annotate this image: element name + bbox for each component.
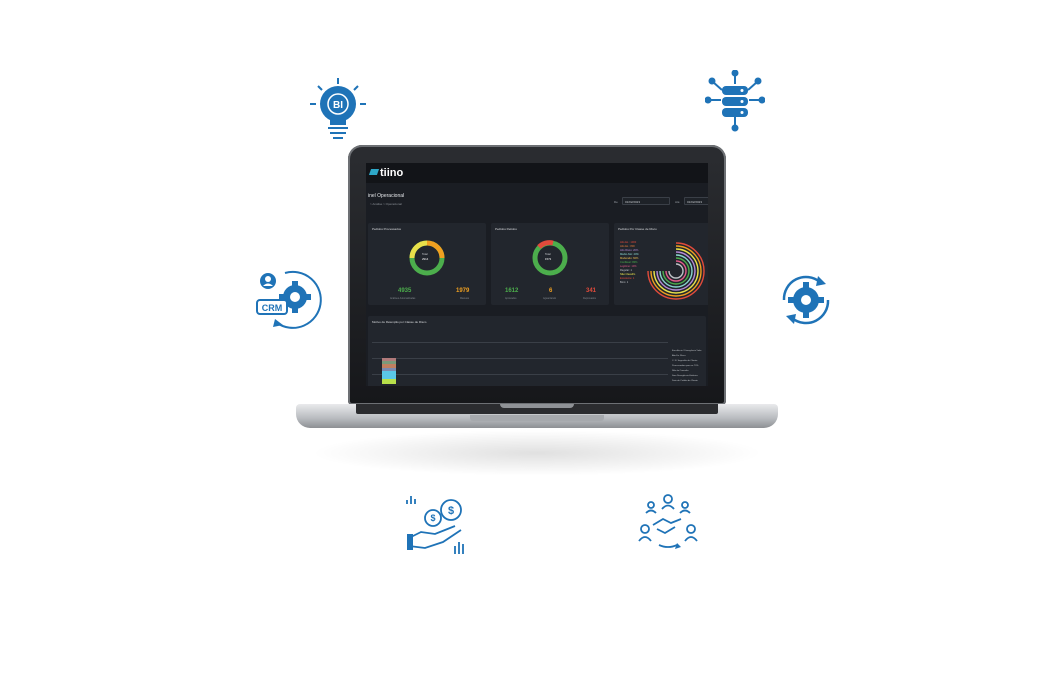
app-topbar: tiino xyxy=(366,163,708,183)
bi-text: BI xyxy=(333,100,343,111)
legend-item: Regular: 1 xyxy=(620,269,632,272)
legend-item: Não Classific. xyxy=(620,273,636,276)
stacked-bar xyxy=(382,358,396,386)
card-title: Pedidos Por Classe de Risco xyxy=(618,227,657,231)
card-title: Pedidos Processados xyxy=(372,227,402,231)
crm-gear-icon: CRM xyxy=(255,267,323,331)
legend-item: Bom: 1 xyxy=(620,281,629,284)
radial-bar-chart xyxy=(647,242,705,300)
stat-value: 1979 xyxy=(456,288,470,294)
stat-label: Análises Automatizadas xyxy=(390,297,416,300)
brand-logo-icon xyxy=(368,169,380,175)
gridline xyxy=(372,374,668,375)
legend-item: Alto Ex.: 800 xyxy=(620,245,635,248)
laptop-notch xyxy=(500,404,574,408)
handshake-people-icon xyxy=(635,491,701,553)
card-motivo-retencao: Motivo de Retenção por Classe de Risco E… xyxy=(368,316,706,386)
legend-item: Alto Ex.: 1000 xyxy=(620,241,637,244)
database-network-icon xyxy=(705,70,765,132)
svg-text:$: $ xyxy=(430,513,435,523)
stat-value: 4935 xyxy=(398,288,412,294)
laptop-shadow xyxy=(310,430,764,476)
legend-item: Médio Alto: 40% xyxy=(620,253,639,256)
stat-value: 1612 xyxy=(505,288,519,294)
card-pedidos-retidos: Pedidos Retidos Total 1572 1612 Aprovado… xyxy=(491,223,609,305)
stat-value: 341 xyxy=(586,288,597,294)
crm-text: CRM xyxy=(262,303,283,313)
donut-value: 2914 xyxy=(422,257,429,261)
legend-item: Excelência / Divergência Valor xyxy=(672,350,702,352)
donut-value: 1572 xyxy=(545,257,552,261)
hand-money-icon: $ $ xyxy=(405,494,467,556)
donut-label: Total xyxy=(545,253,551,256)
date-from-input[interactable]: 01/02/2023 xyxy=(622,197,670,205)
breadcrumb: > Análise > Operacional xyxy=(370,202,402,206)
legend-item: Processadora para os 70% xyxy=(672,365,699,367)
stat-label: Aprovados xyxy=(505,297,517,300)
legend-item: Moderado: 60% xyxy=(620,257,639,260)
legend-item: Excelente: 1 xyxy=(620,277,635,280)
laptop-screen: tiino inel Operacional > Análise > Opera… xyxy=(366,163,708,386)
stat-label: Manuais xyxy=(460,297,470,300)
laptop-keyboard xyxy=(356,404,718,414)
gear-sync-icon xyxy=(776,270,836,330)
legend-item: Alto Risco: 20% xyxy=(620,249,639,252)
card-title: Motivo de Retenção por Classe de Risco xyxy=(372,320,427,324)
gridline xyxy=(372,342,668,343)
stat-label: Reprovados xyxy=(583,297,596,300)
donut-chart xyxy=(409,240,445,276)
legend-item: Legítimo: 10% xyxy=(620,265,637,268)
svg-text:$: $ xyxy=(448,505,454,517)
legend-item: Alto Ex. Risco xyxy=(672,355,686,357)
legend-item: Sem Divergência Histórico xyxy=(672,375,698,377)
bi-lightbulb-icon: BI xyxy=(306,76,370,140)
legend-item: C. N. Sugestão de Cliente xyxy=(672,360,698,362)
laptop-trackpad xyxy=(470,415,604,421)
date-from-label: De xyxy=(614,200,618,204)
legend-item: Data de Crédito do Cliente xyxy=(672,380,698,382)
donut-label: Total xyxy=(422,253,428,256)
card-title: Pedidos Retidos xyxy=(495,227,517,231)
page-title: inel Operacional xyxy=(368,193,405,199)
date-to-input[interactable]: 01/02/2023 xyxy=(684,197,708,205)
card-pedidos-classe-risco: Pedidos Por Classe de Risco Alto Ex.: 10… xyxy=(614,223,708,305)
brand-name: tiino xyxy=(380,167,404,179)
stat-label: Aguardando xyxy=(543,297,557,300)
legend-item: Confiável: 80% xyxy=(620,261,638,264)
stat-value: 6 xyxy=(549,288,553,294)
card-pedidos-processados: Pedidos Processados Total 2914 4935 Anál… xyxy=(368,223,486,305)
gridline xyxy=(372,358,668,359)
donut-chart xyxy=(532,240,568,276)
date-to-label: Até xyxy=(675,200,680,204)
legend-item: Não de Conexão xyxy=(672,370,689,372)
